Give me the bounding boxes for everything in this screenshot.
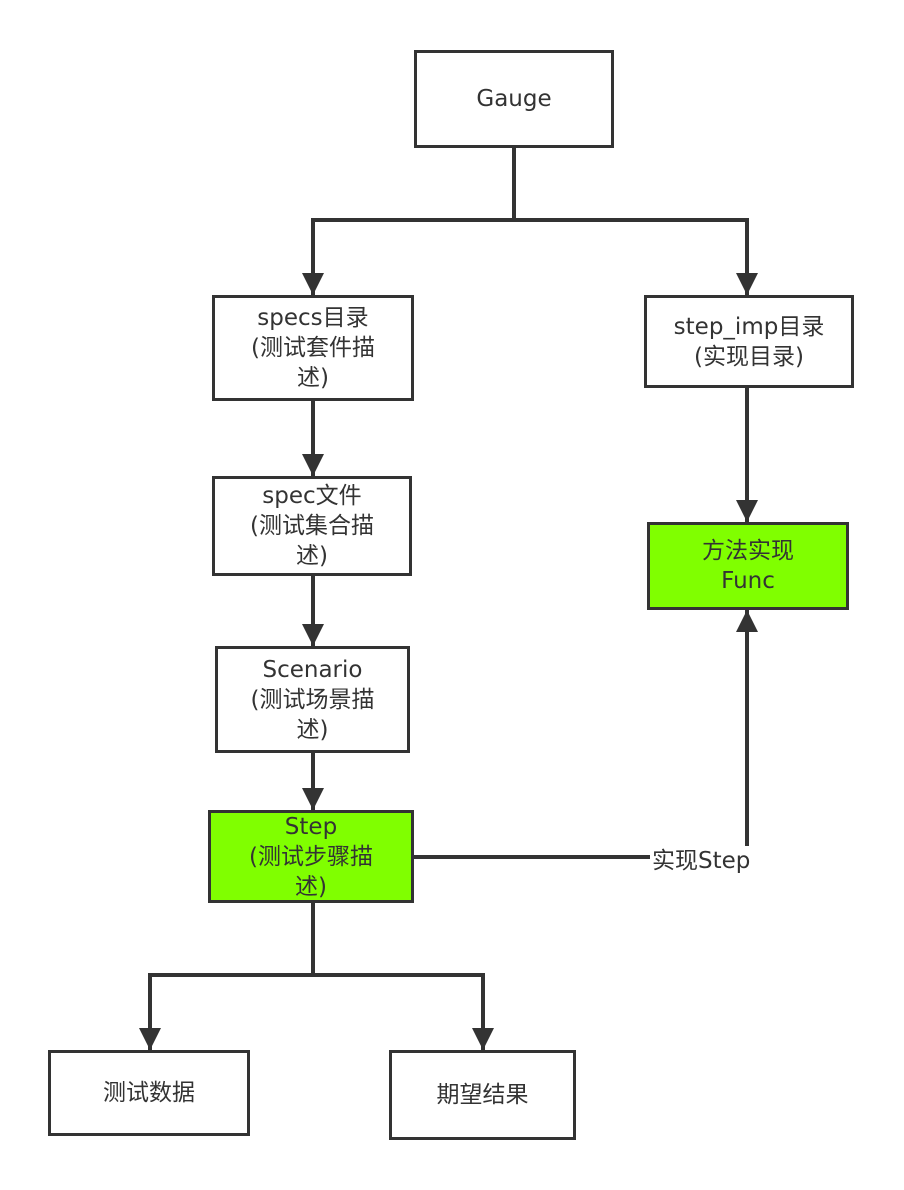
node-gauge[interactable]: Gauge — [414, 50, 614, 148]
node-label-line: (测试集合描 — [250, 513, 374, 539]
node-test-data-label: 测试数据 — [103, 1080, 195, 1106]
node-label-line: 述) — [296, 543, 328, 569]
node-label-line: step_imp目录 — [673, 313, 825, 340]
node-label-line: (测试场景描 — [250, 686, 375, 713]
node-scenario[interactable]: Scenario (测试场景描述) — [215, 646, 410, 753]
edge-step-to-func — [414, 610, 758, 859]
node-step[interactable]: Step (测试步骤描述) — [208, 810, 414, 903]
node-label-line: (测试步骤描 — [249, 843, 373, 870]
node-specs-directory[interactable]: specs目录 (测试套件描述) — [212, 295, 414, 401]
node-label-line: (测试套件描 — [251, 335, 375, 361]
edge-gauge-to-step-imp-dir — [514, 218, 758, 295]
node-expected-result-label: 期望结果 — [436, 1082, 529, 1108]
node-spec-file-label: spec文件 (测试集合描述) — [250, 481, 374, 571]
edge-gauge-to-specs-dir — [302, 148, 516, 295]
node-step-imp-directory-label: step_imp目录 (实现目录) — [674, 312, 825, 372]
node-scenario-label: Scenario (测试场景描述) — [251, 655, 375, 745]
edge-step-to-test-data — [139, 903, 315, 1050]
node-label-line: Step — [284, 813, 338, 840]
node-func[interactable]: 方法实现 Func — [647, 522, 849, 610]
node-label-line: Func — [721, 568, 775, 594]
node-func-label: 方法实现 Func — [702, 536, 794, 596]
node-expected-result[interactable]: 期望结果 — [389, 1050, 576, 1140]
edge-label-implement-step: 实现Step — [650, 846, 753, 876]
edge-step-to-expected-result — [313, 973, 494, 1050]
node-label-line: specs目录 — [257, 305, 369, 331]
node-step-imp-directory[interactable]: step_imp目录 (实现目录) — [644, 295, 854, 388]
node-label-line: 述) — [295, 873, 327, 900]
node-gauge-label: Gauge — [476, 86, 552, 112]
node-label-line: (实现目录) — [694, 343, 804, 370]
node-label-line: 方法实现 — [702, 538, 794, 564]
node-label-line: spec文件 — [262, 483, 362, 509]
node-label-line: Scenario — [262, 656, 363, 683]
node-test-data[interactable]: 测试数据 — [48, 1050, 250, 1136]
node-label-line: 述) — [297, 365, 329, 391]
node-step-label: Step (测试步骤描述) — [249, 812, 373, 902]
node-spec-file[interactable]: spec文件 (测试集合描述) — [212, 476, 412, 576]
node-label-line: 述) — [296, 716, 329, 743]
node-specs-directory-label: specs目录 (测试套件描述) — [251, 303, 375, 393]
